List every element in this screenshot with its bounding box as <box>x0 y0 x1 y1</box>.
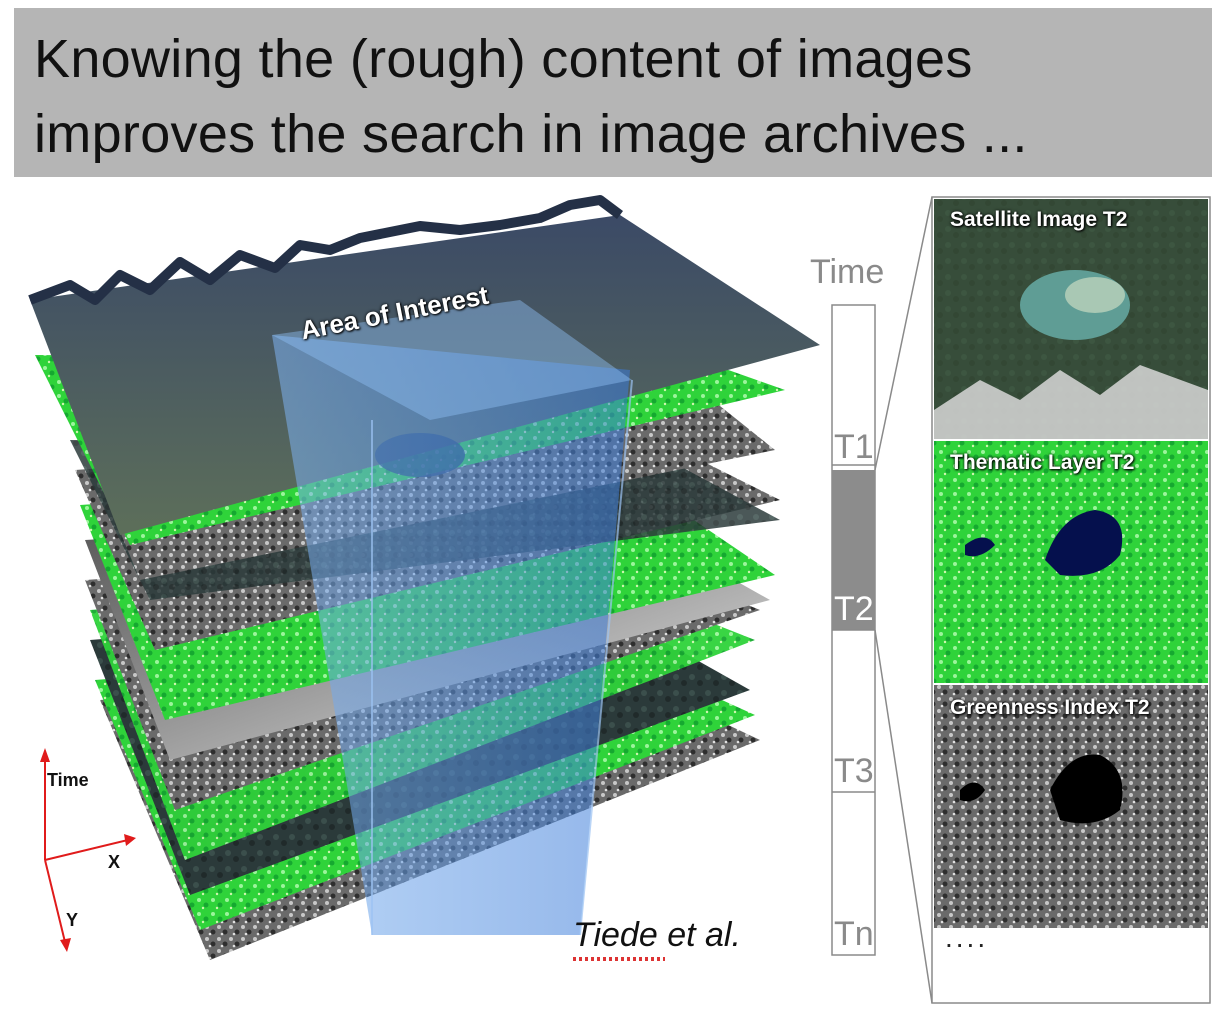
terrain-ridge <box>28 195 623 305</box>
timeline-tick-t1: T1 <box>834 428 874 466</box>
layer-stack-illustration <box>28 195 1211 1004</box>
title-line-2: improves the search in image archives ..… <box>34 104 1028 164</box>
satellite-image-label: Satellite Image T2 <box>950 208 1128 231</box>
timeline-tick-tn: Tn <box>834 915 874 953</box>
timeline-header: Time <box>810 253 885 291</box>
spellcheck-underline <box>573 957 665 961</box>
timeline-tick-t2: T2 <box>834 590 874 628</box>
timeline-tick-t3: T3 <box>834 752 874 790</box>
greenness-index-label: Greenness Index T2 <box>950 696 1150 719</box>
title-banner: Knowing the (rough) content of images im… <box>14 8 1212 177</box>
aoi-column-front <box>272 335 630 935</box>
thematic-layer-label: Thematic Layer T2 <box>950 451 1135 474</box>
author-credit: Tiede et al. <box>573 916 741 954</box>
axis-y-label: Y <box>66 910 79 930</box>
timeline-selected-segment <box>832 470 875 630</box>
axis-time-label: Time <box>47 770 89 790</box>
aoi-column-top <box>272 300 632 420</box>
axis-x-label: X <box>108 852 121 872</box>
title-line-1: Knowing the (rough) content of images <box>34 29 973 89</box>
more-panels-ellipsis: .... <box>945 922 989 953</box>
